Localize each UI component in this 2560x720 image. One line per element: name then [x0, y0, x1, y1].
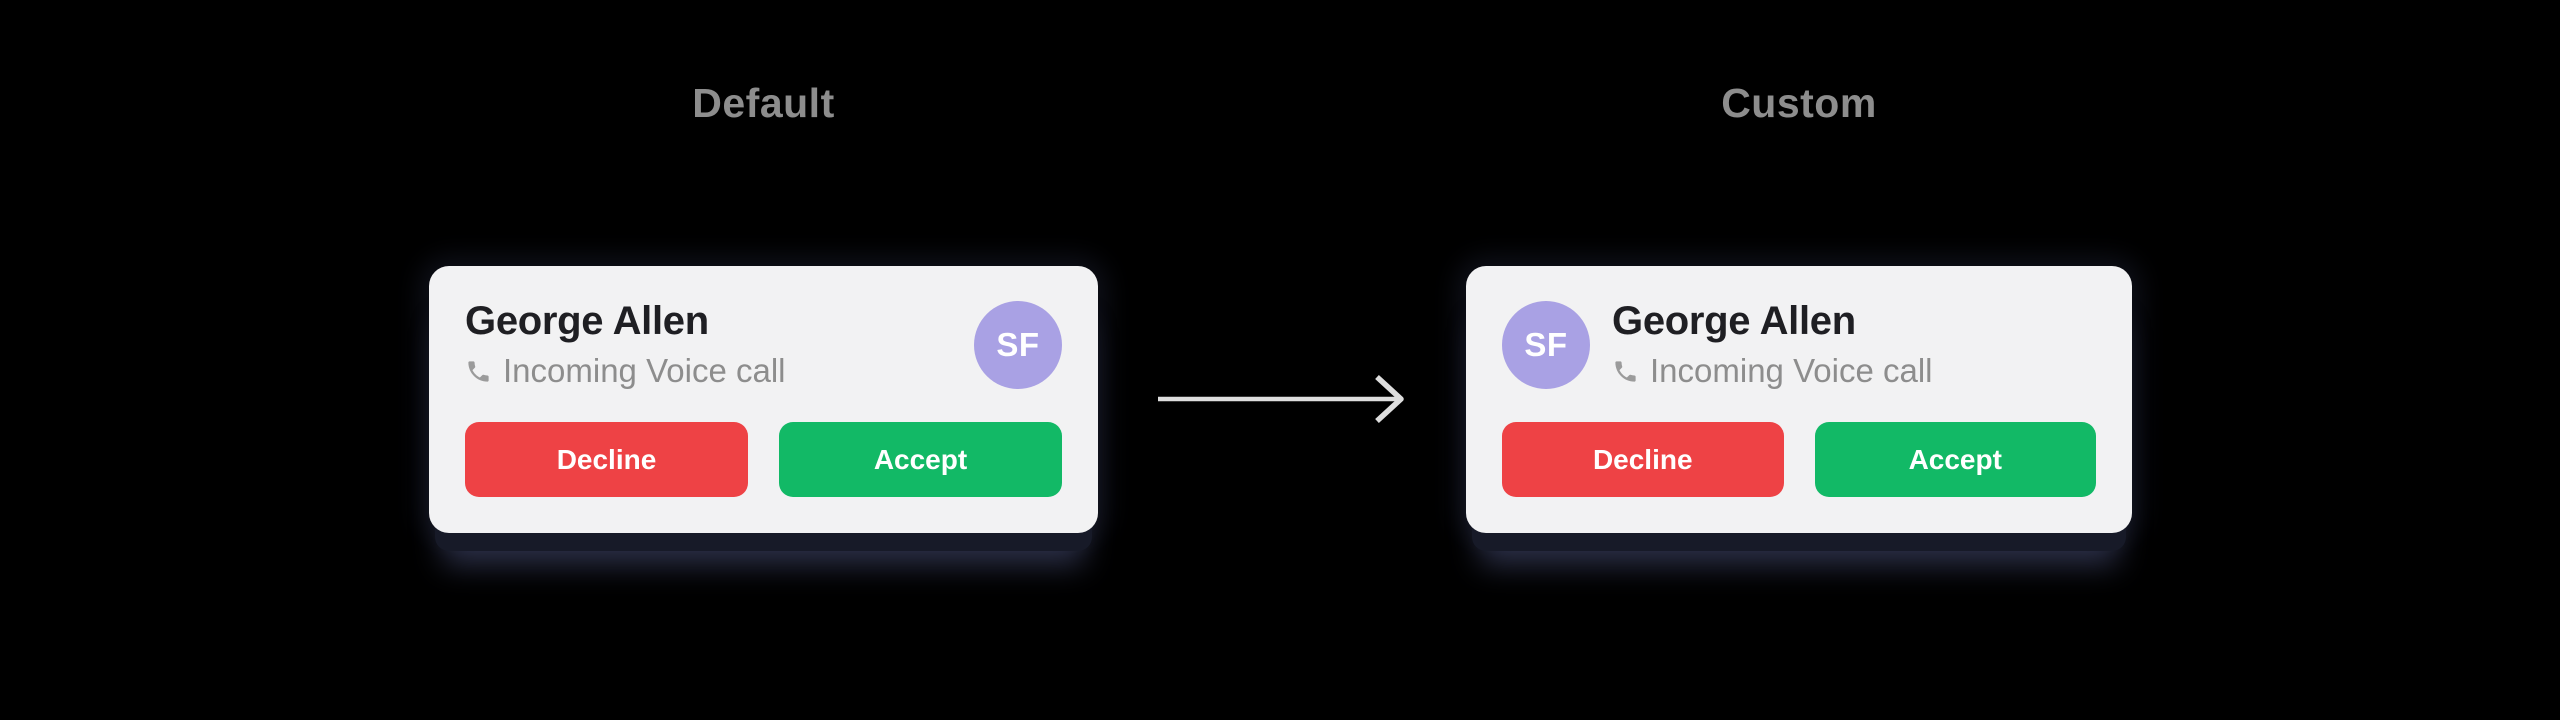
- call-type-row: Incoming Voice call: [1612, 352, 1932, 390]
- phone-icon: [465, 358, 492, 385]
- arrow-right-icon: [1150, 367, 1412, 431]
- accept-button[interactable]: Accept: [779, 422, 1062, 497]
- call-type-label: Incoming Voice call: [503, 352, 786, 389]
- decline-button[interactable]: Decline: [1502, 422, 1784, 497]
- avatar: SF: [1502, 300, 1590, 389]
- section-label-default: Default: [692, 80, 835, 126]
- call-card-default: George Allen Incoming Voice call SF Decl…: [429, 266, 1098, 533]
- call-actions-row: Decline Accept: [465, 422, 1062, 497]
- avatar: SF: [974, 300, 1062, 389]
- caller-info: George Allen Incoming Voice call: [1612, 299, 1932, 390]
- phone-icon: [1612, 358, 1639, 385]
- caller-info-row: SF George Allen Incoming Voice call: [1502, 299, 2096, 390]
- call-actions-row: Decline Accept: [1502, 422, 2096, 497]
- caller-name: George Allen: [1612, 299, 1856, 343]
- section-label-custom: Custom: [1721, 80, 1877, 126]
- accept-button[interactable]: Accept: [1814, 422, 2096, 497]
- avatar-initials: SF: [996, 325, 1040, 363]
- call-card-custom: SF George Allen Incoming Voice call Decl…: [1466, 266, 2132, 533]
- call-type-row: Incoming Voice call: [465, 352, 785, 390]
- avatar-initials: SF: [1524, 325, 1568, 363]
- decline-button[interactable]: Decline: [465, 422, 748, 497]
- caller-name: George Allen: [465, 299, 709, 343]
- call-type-label: Incoming Voice call: [1650, 352, 1933, 389]
- caller-info: George Allen Incoming Voice call: [465, 299, 785, 390]
- caller-info-row: George Allen Incoming Voice call SF: [465, 299, 1062, 390]
